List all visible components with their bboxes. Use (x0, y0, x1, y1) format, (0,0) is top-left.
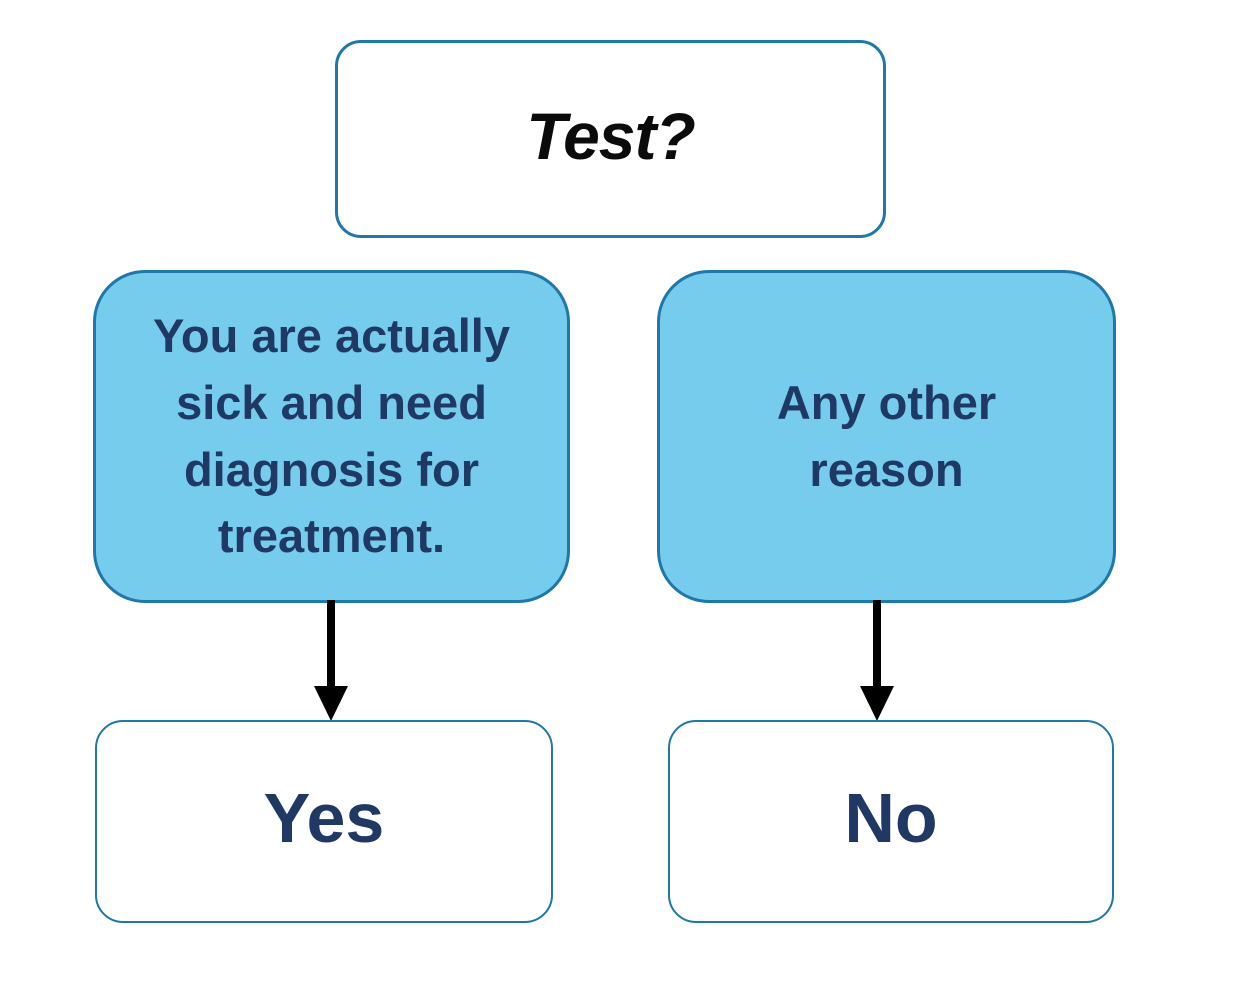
root-node: Test? (335, 40, 886, 238)
result-node-yes: Yes (95, 720, 553, 923)
result-node-yes-label: Yes (263, 778, 385, 857)
down-arrow-right-icon (859, 600, 895, 722)
condition-node-right-label: Any other reason (776, 375, 997, 496)
down-arrow-left-icon (313, 600, 349, 722)
result-node-no: No (668, 720, 1114, 923)
condition-node-left-label: You are actually sick and need diagnosis… (153, 309, 510, 563)
condition-node-left: You are actually sick and need diagnosis… (93, 270, 570, 603)
result-node-no-label: No (844, 778, 938, 857)
root-node-label: Test? (526, 99, 696, 173)
condition-node-right: Any other reason (657, 270, 1116, 603)
